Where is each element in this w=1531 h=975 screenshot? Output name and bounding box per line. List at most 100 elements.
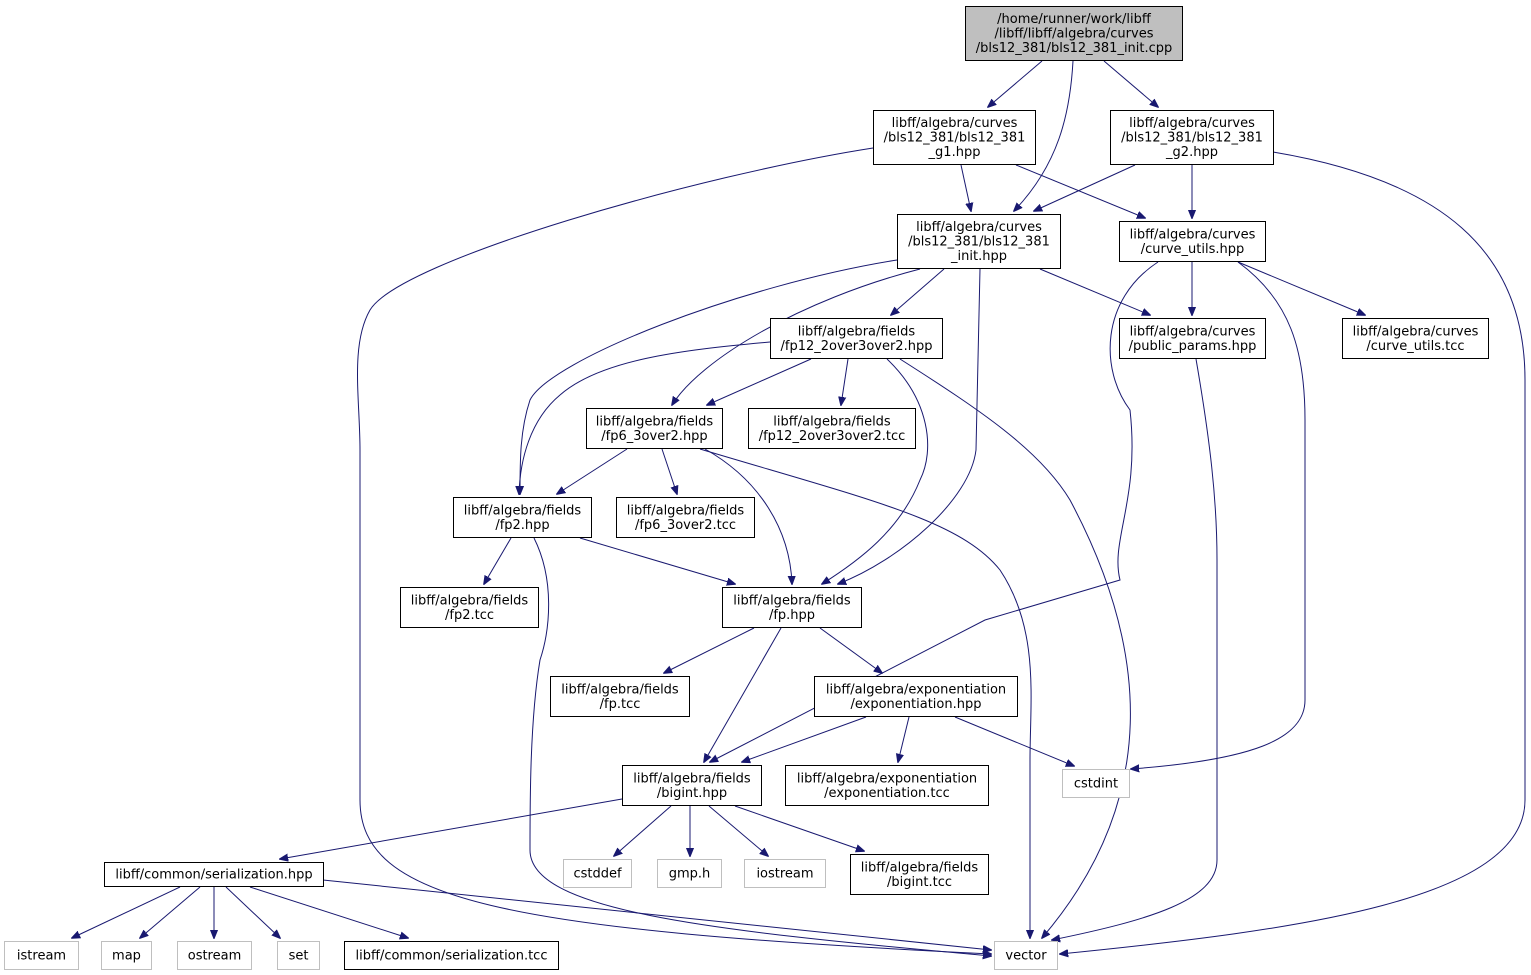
edge-fp12-to-fp12-tcc (841, 358, 849, 405)
node-label-line: libff/algebra/fields (633, 771, 751, 786)
node-root[interactable]: /home/runner/work/libff/libff/libff/alge… (965, 6, 1183, 61)
node-label-line: vector (1005, 949, 1047, 964)
node-label-line: libff/algebra/exponentiation (826, 682, 1006, 697)
node-label-line: _g2.hpp (1165, 145, 1218, 160)
node-fp6[interactable]: libff/algebra/fields/fp6_3over2.hpp (586, 408, 723, 449)
node-map[interactable]: map (101, 941, 152, 970)
node-vector[interactable]: vector (994, 941, 1058, 970)
node-fp2-tcc[interactable]: libff/algebra/fields/fp2.tcc (400, 587, 539, 628)
node-iostream[interactable]: iostream (744, 859, 826, 888)
node-exp-tcc[interactable]: libff/algebra/exponentiation/exponentiat… (785, 765, 989, 806)
node-box (748, 408, 916, 449)
edge-g2-to-vector (1060, 151, 1526, 954)
node-fp12-tcc[interactable]: libff/algebra/fields/fp12_2over3over2.tc… (748, 408, 916, 449)
node-gmp[interactable]: gmp.h (657, 859, 722, 888)
node-curve-utils-hpp[interactable]: libff/algebra/curves/curve_utils.hpp (1119, 221, 1266, 262)
node-g1[interactable]: libff/algebra/curves/bls12_381/bls12_381… (873, 110, 1036, 165)
node-box (785, 765, 989, 806)
edge-fp6-to-vector (699, 448, 1031, 938)
node-label-line: /fp6_3over2.hpp (601, 429, 707, 444)
edge-fp12-to-vector (899, 358, 1131, 938)
node-label-line: cstdint (1074, 777, 1118, 792)
node-label-line: set (289, 949, 309, 964)
node-box (4, 941, 79, 970)
node-label-line: istream (17, 949, 66, 964)
edge-bigint-to-cstddef (614, 805, 672, 856)
node-set[interactable]: set (277, 941, 320, 970)
node-label-line: libff/algebra/curves (1129, 116, 1255, 131)
edge-fp6-to-fp6-tcc (661, 448, 677, 494)
edge-bigint-to-bigint-tcc (734, 805, 864, 851)
edge-g1-to-vector (357, 147, 992, 954)
edge-serialization-to-set (225, 886, 280, 938)
node-label-line: libff/common/serialization.hpp (115, 868, 312, 883)
node-cstddef[interactable]: cstddef (563, 859, 632, 888)
node-ostream[interactable]: ostream (177, 941, 252, 970)
node-fp-tcc[interactable]: libff/algebra/fields/fp.tcc (550, 676, 690, 717)
edge-g1-to-init-hpp (960, 164, 971, 211)
node-label-line: /public_params.hpp (1129, 339, 1257, 354)
node-label-line: libff/algebra/fields (411, 593, 529, 608)
node-label-line: libff/algebra/curves (1130, 227, 1256, 242)
node-fp[interactable]: libff/algebra/fields/fp.hpp (722, 587, 862, 628)
edge-root-to-g2 (1103, 60, 1158, 107)
edge-serialization-to-map (140, 886, 201, 938)
node-box (277, 941, 320, 970)
edge-init-hpp-to-fp2 (520, 259, 898, 494)
node-label-line: /curve_utils.hpp (1141, 242, 1245, 257)
node-label-line: /fp.tcc (600, 697, 641, 712)
node-cstdint[interactable]: cstdint (1062, 769, 1130, 798)
node-box (1342, 318, 1489, 359)
node-box (622, 765, 762, 806)
node-box (400, 587, 539, 628)
node-label-line: libff/algebra/fields (861, 860, 979, 875)
node-curve-utils-tcc[interactable]: libff/algebra/curves/curve_utils.tcc (1342, 318, 1489, 359)
node-label-line: libff/algebra/fields (464, 503, 582, 518)
edge-exp-hpp-to-cstdint (954, 716, 1074, 766)
node-label-line: libff/algebra/curves (892, 116, 1018, 131)
node-init-hpp[interactable]: libff/algebra/curves/bls12_381/bls12_381… (897, 214, 1061, 269)
node-fp12[interactable]: libff/algebra/fields/fp12_2over3over2.hp… (770, 318, 943, 359)
node-bigint[interactable]: libff/algebra/fields/bigint.hpp (622, 765, 762, 806)
edge-fp-to-exp-hpp (819, 627, 882, 673)
node-serialization[interactable]: libff/common/serialization.hpp (104, 862, 324, 887)
node-box (550, 676, 690, 717)
node-box (563, 859, 632, 888)
node-label-line: /fp12_2over3over2.tcc (759, 429, 906, 444)
node-box (657, 859, 722, 888)
edge-curve-utils-hpp-to-curve-utils-tcc (1237, 261, 1365, 315)
node-label-line: libff/algebra/fields (596, 414, 714, 429)
edge-fp6-to-fp2 (557, 448, 628, 494)
node-bigint-tcc[interactable]: libff/algebra/fields/bigint.tcc (850, 854, 989, 895)
node-box (1062, 769, 1130, 798)
node-label-line: /fp2.tcc (445, 608, 494, 623)
node-istream[interactable]: istream (4, 941, 79, 970)
node-box (1110, 110, 1274, 165)
edge-serialization-to-serialization-tcc (249, 886, 408, 938)
node-label-line: libff/algebra/curves (1130, 324, 1256, 339)
node-label-line: /bls12_381/bls12_381_init.cpp (976, 41, 1173, 56)
edge-init-hpp-to-public-params (1039, 268, 1150, 315)
node-label-line: /bls12_381/bls12_381 (908, 235, 1050, 250)
node-label-line: cstddef (573, 867, 622, 882)
node-serialization-tcc[interactable]: libff/common/serialization.tcc (344, 941, 559, 970)
nodes-layer: /home/runner/work/libff/libff/libff/alge… (4, 6, 1489, 970)
edges-layer (72, 60, 1526, 956)
edge-fp12-to-fp6 (707, 358, 812, 405)
node-label-line: libff/algebra/curves (1353, 324, 1479, 339)
node-box (770, 318, 943, 359)
node-box (722, 587, 862, 628)
edge-init-hpp-to-fp12 (891, 268, 945, 315)
node-box (873, 110, 1036, 165)
edge-fp12-to-fp2 (519, 341, 771, 494)
node-fp2[interactable]: libff/algebra/fields/fp2.hpp (453, 497, 592, 538)
node-public-params[interactable]: libff/algebra/curves/public_params.hpp (1119, 318, 1266, 359)
node-exp-hpp[interactable]: libff/algebra/exponentiation/exponentiat… (814, 676, 1018, 717)
node-box (965, 6, 1183, 61)
node-fp6-tcc[interactable]: libff/algebra/fields/fp6_3over2.tcc (616, 497, 755, 538)
node-g2[interactable]: libff/algebra/curves/bls12_381/bls12_381… (1110, 110, 1274, 165)
node-box (994, 941, 1058, 970)
edge-fp-to-fp-tcc (664, 627, 755, 673)
node-box (1119, 318, 1266, 359)
edge-exp-hpp-to-exp-tcc (898, 716, 910, 762)
